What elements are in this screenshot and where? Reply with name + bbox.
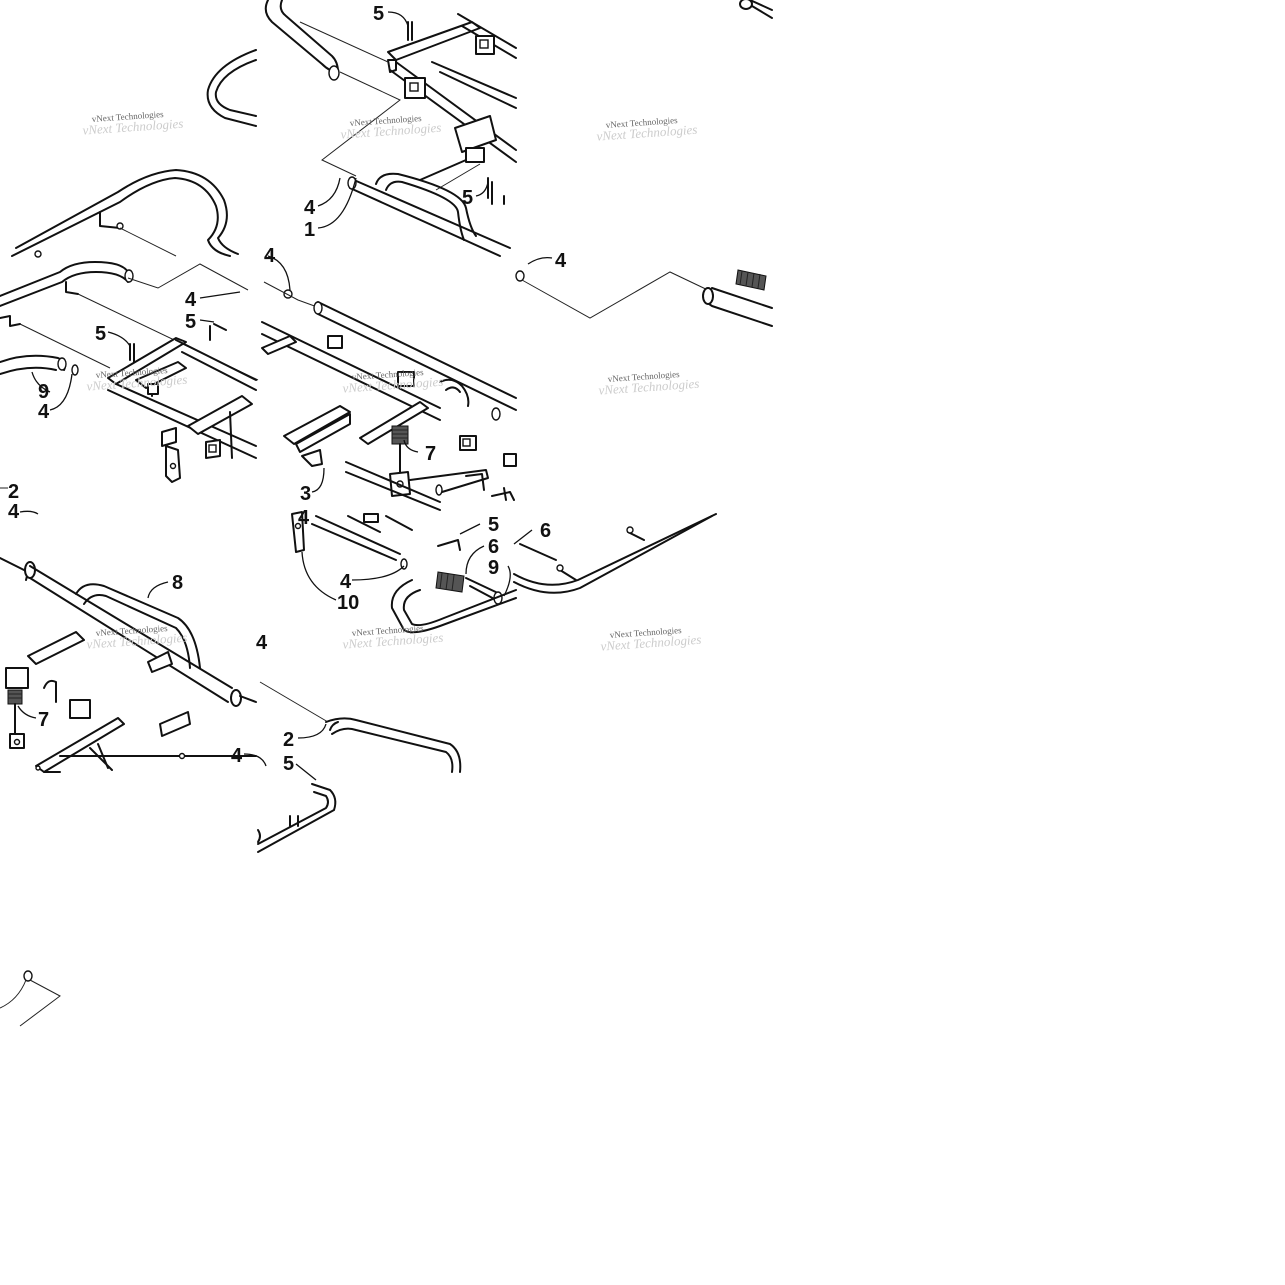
callout-label: 1 xyxy=(304,219,315,241)
callout-label: 4 xyxy=(555,250,567,272)
watermark-shadow-text: vNext Technologies xyxy=(342,630,444,652)
watermark-shadow-text: vNext Technologies xyxy=(86,372,188,394)
watermark-shadow-text: vNext Technologies xyxy=(598,376,700,398)
callout-label: 2 xyxy=(8,481,19,503)
callout-label: 9 xyxy=(38,381,49,403)
watermark-shadow-text: vNext Technologies xyxy=(342,374,444,396)
callout-label: 5 xyxy=(95,323,106,345)
callout-label: 4 xyxy=(8,501,20,523)
callout-label: 4 xyxy=(304,197,316,219)
callout-label: 5 xyxy=(373,3,384,25)
callout-label: 7 xyxy=(38,709,49,731)
callout-label: 5 xyxy=(185,311,196,333)
tile-row3-center xyxy=(291,511,517,634)
callout-label: 4 xyxy=(185,289,197,311)
callout-label: 8 xyxy=(172,572,183,594)
watermark-shadow-text: vNext Technologies xyxy=(82,116,184,138)
callout-label: 7 xyxy=(425,443,436,465)
callout-label: 4 xyxy=(264,245,276,267)
callout-label: 6 xyxy=(488,536,499,558)
callout-labels: 5 4 1 5 4 4 4 5 5 9 4 7 3 2 4 4 5 6 6 9 … xyxy=(8,3,567,775)
callout-label: 5 xyxy=(462,187,473,209)
tile-row2-center xyxy=(261,281,517,511)
callout-label: 2 xyxy=(283,729,294,751)
callout-label: 10 xyxy=(337,592,359,614)
tile-row3-left xyxy=(0,487,257,773)
tile-mid-left-upper xyxy=(11,169,239,258)
tile-top-left xyxy=(206,49,257,127)
callout-label: 4 xyxy=(38,401,50,423)
callout-label: 5 xyxy=(283,753,294,775)
tile-row4-center xyxy=(257,681,462,853)
tile-top-center xyxy=(264,0,517,257)
callout-label: 4 xyxy=(256,632,268,654)
watermark-shadow-text: vNext Technologies xyxy=(340,120,442,142)
watermark-shadow-text: vNext Technologies xyxy=(86,630,188,652)
callout-leaders xyxy=(17,11,553,781)
callout-label: 3 xyxy=(300,483,311,505)
callout-label: 6 xyxy=(540,520,551,542)
tile-bottom-left xyxy=(0,970,61,1027)
watermark-shadow-text: vNext Technologies xyxy=(600,632,702,654)
tile-row3-right xyxy=(513,513,717,594)
watermark-shadow-text: vNext Technologies xyxy=(596,122,698,144)
callout-label: 4 xyxy=(231,745,243,767)
tile-top-right xyxy=(739,0,773,19)
callout-label: 5 xyxy=(488,514,499,536)
tile-row2-left xyxy=(0,261,259,483)
callout-label: 4 xyxy=(340,571,352,593)
callout-label: 4 xyxy=(298,507,310,529)
tile-row2-right xyxy=(515,269,773,327)
callout-label: 9 xyxy=(488,557,499,579)
